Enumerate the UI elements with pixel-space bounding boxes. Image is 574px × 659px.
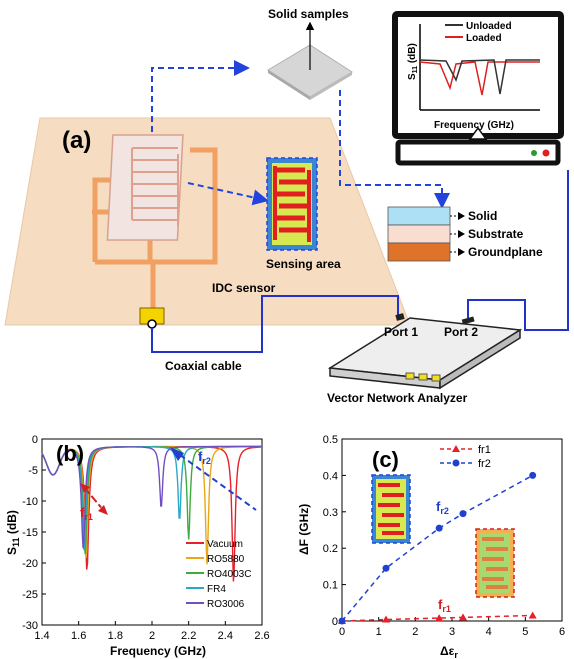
b-y-tick-label: -10 [22, 496, 38, 508]
b-y-tick-label: -20 [22, 558, 38, 570]
c-y-tick-label: 0.5 [323, 434, 338, 446]
b-legend-label: RO4003C [207, 569, 251, 580]
panel-c-chart: 0 1 2 3 4 5 6 0 0.1 0.2 0.3 0.4 0.5 (c) Δεr ΔF (GHz)… [297, 434, 565, 659]
b-fr2-label: fr2 [198, 449, 211, 466]
coaxial-cable-label: Coaxial cable [165, 359, 242, 373]
idc-chip [106, 134, 184, 241]
c-data-point [435, 524, 443, 532]
b-x-tick-label: 2.6 [254, 630, 269, 642]
c-series-line [341, 614, 533, 622]
panel-a-label: (a) [62, 127, 91, 154]
c-x-tick-label: 4 [486, 626, 492, 638]
b-y-tick-label: -30 [22, 620, 38, 632]
b-x-tick-label: 1.4 [34, 630, 49, 642]
c-x-tick-label: 3 [449, 626, 455, 638]
port2-label: Port 2 [444, 325, 478, 339]
layer-groundplane-label: Groundplane [468, 245, 543, 259]
monitor [392, 11, 564, 166]
c-fr2-label: fr2 [436, 499, 449, 516]
b-series-line [41, 445, 262, 549]
monitor-legend-loaded: Loaded [466, 33, 502, 44]
c-data-point [529, 471, 537, 479]
c-legend-marker [452, 445, 460, 452]
c-data-point [459, 510, 467, 518]
c-y-tick-label: 0 [332, 616, 338, 628]
b-x-tick-label: 1.6 [71, 630, 86, 642]
b-y-tick-label: 0 [32, 434, 38, 446]
b-legend-label: RO3006 [207, 599, 245, 610]
c-y-tick-label: 0.4 [323, 470, 338, 482]
c-y-tick-label: 0.1 [323, 580, 338, 592]
b-fr1-label: fr1 [80, 505, 93, 522]
c-y-axis-label: ΔF (GHz) [297, 504, 311, 555]
c-data-point [459, 613, 467, 621]
solid-samples-label: Solid samples [268, 7, 349, 21]
b-fr2-annotation: fr2 [170, 447, 257, 511]
c-data-point [382, 615, 390, 623]
vna-device [327, 313, 523, 390]
c-x-axis-label: Δεr [440, 644, 458, 659]
c-x-tick-label: 2 [412, 626, 418, 638]
dashed-arrows [151, 60, 450, 209]
sensing-area-label: Sensing area [266, 257, 341, 271]
solid-sample [267, 21, 353, 100]
c-data-point [382, 564, 390, 572]
monitor-x-label: Frequency (GHz) [434, 120, 514, 131]
c-x-tick-label: 5 [522, 626, 528, 638]
b-y-tick-label: -5 [28, 465, 38, 477]
c-y-tick-label: 0.3 [323, 507, 338, 519]
b-x-tick-label: 2.4 [218, 630, 233, 642]
idc-sensor-label: IDC sensor [212, 281, 276, 295]
c-data-point [528, 611, 537, 619]
sensing-area-image [266, 157, 318, 251]
c-x-tick-label: 6 [559, 626, 565, 638]
layer-solid-label: Solid [468, 209, 497, 223]
c-legend-label: fr2 [478, 458, 491, 470]
c-x-tick-label: 1 [376, 626, 382, 638]
panel-b-chart: 1.4 1.6 1.8 2 2.2 2.4 2.6 0 -5 -10 -15 -20 -25 -30 (b… [5, 434, 270, 658]
b-x-tick-label: 2.2 [181, 630, 196, 642]
port1-label: Port 1 [384, 325, 418, 339]
c-panel-label: (c) [372, 447, 399, 472]
layer-substrate-label: Substrate [468, 227, 524, 241]
c-data-point [338, 617, 346, 625]
coaxial-cable-line [151, 295, 399, 353]
layer-stack [387, 206, 465, 262]
c-data-point [435, 614, 444, 622]
monitor-y-label: S11 (dB) [407, 43, 419, 80]
panel-a-diagram: Solid samples Sensing area IDC sensor (a… [4, 7, 569, 405]
c-legend-label: fr1 [478, 444, 491, 456]
b-y-tick-label: -15 [22, 527, 38, 539]
b-panel-label: (b) [56, 441, 84, 466]
c-inset-unloaded [371, 474, 411, 544]
b-y-tick-label: -25 [22, 589, 38, 601]
monitor-legend-unloaded: Unloaded [466, 21, 512, 32]
vna-label: Vector Network Analyzer [327, 391, 468, 405]
b-legend-label: FR4 [207, 584, 226, 595]
c-inset-loaded [475, 528, 515, 598]
c-legend-marker [452, 459, 460, 467]
b-fr1-annotation: fr1 [80, 483, 108, 522]
b-legend-label: RO5880 [207, 554, 245, 565]
b-x-tick-label: 1.8 [108, 630, 123, 642]
b-y-axis-label: S11 (dB) [5, 510, 21, 555]
c-fr1-label: fr1 [438, 597, 451, 614]
b-legend-label: Vacuum [207, 539, 243, 550]
c-y-tick-label: 0.2 [323, 543, 338, 555]
c-x-tick-label: 0 [339, 626, 345, 638]
b-x-tick-label: 2 [149, 630, 155, 642]
b-x-axis-label: Frequency (GHz) [110, 644, 206, 658]
monitor-cable-line [467, 170, 569, 331]
